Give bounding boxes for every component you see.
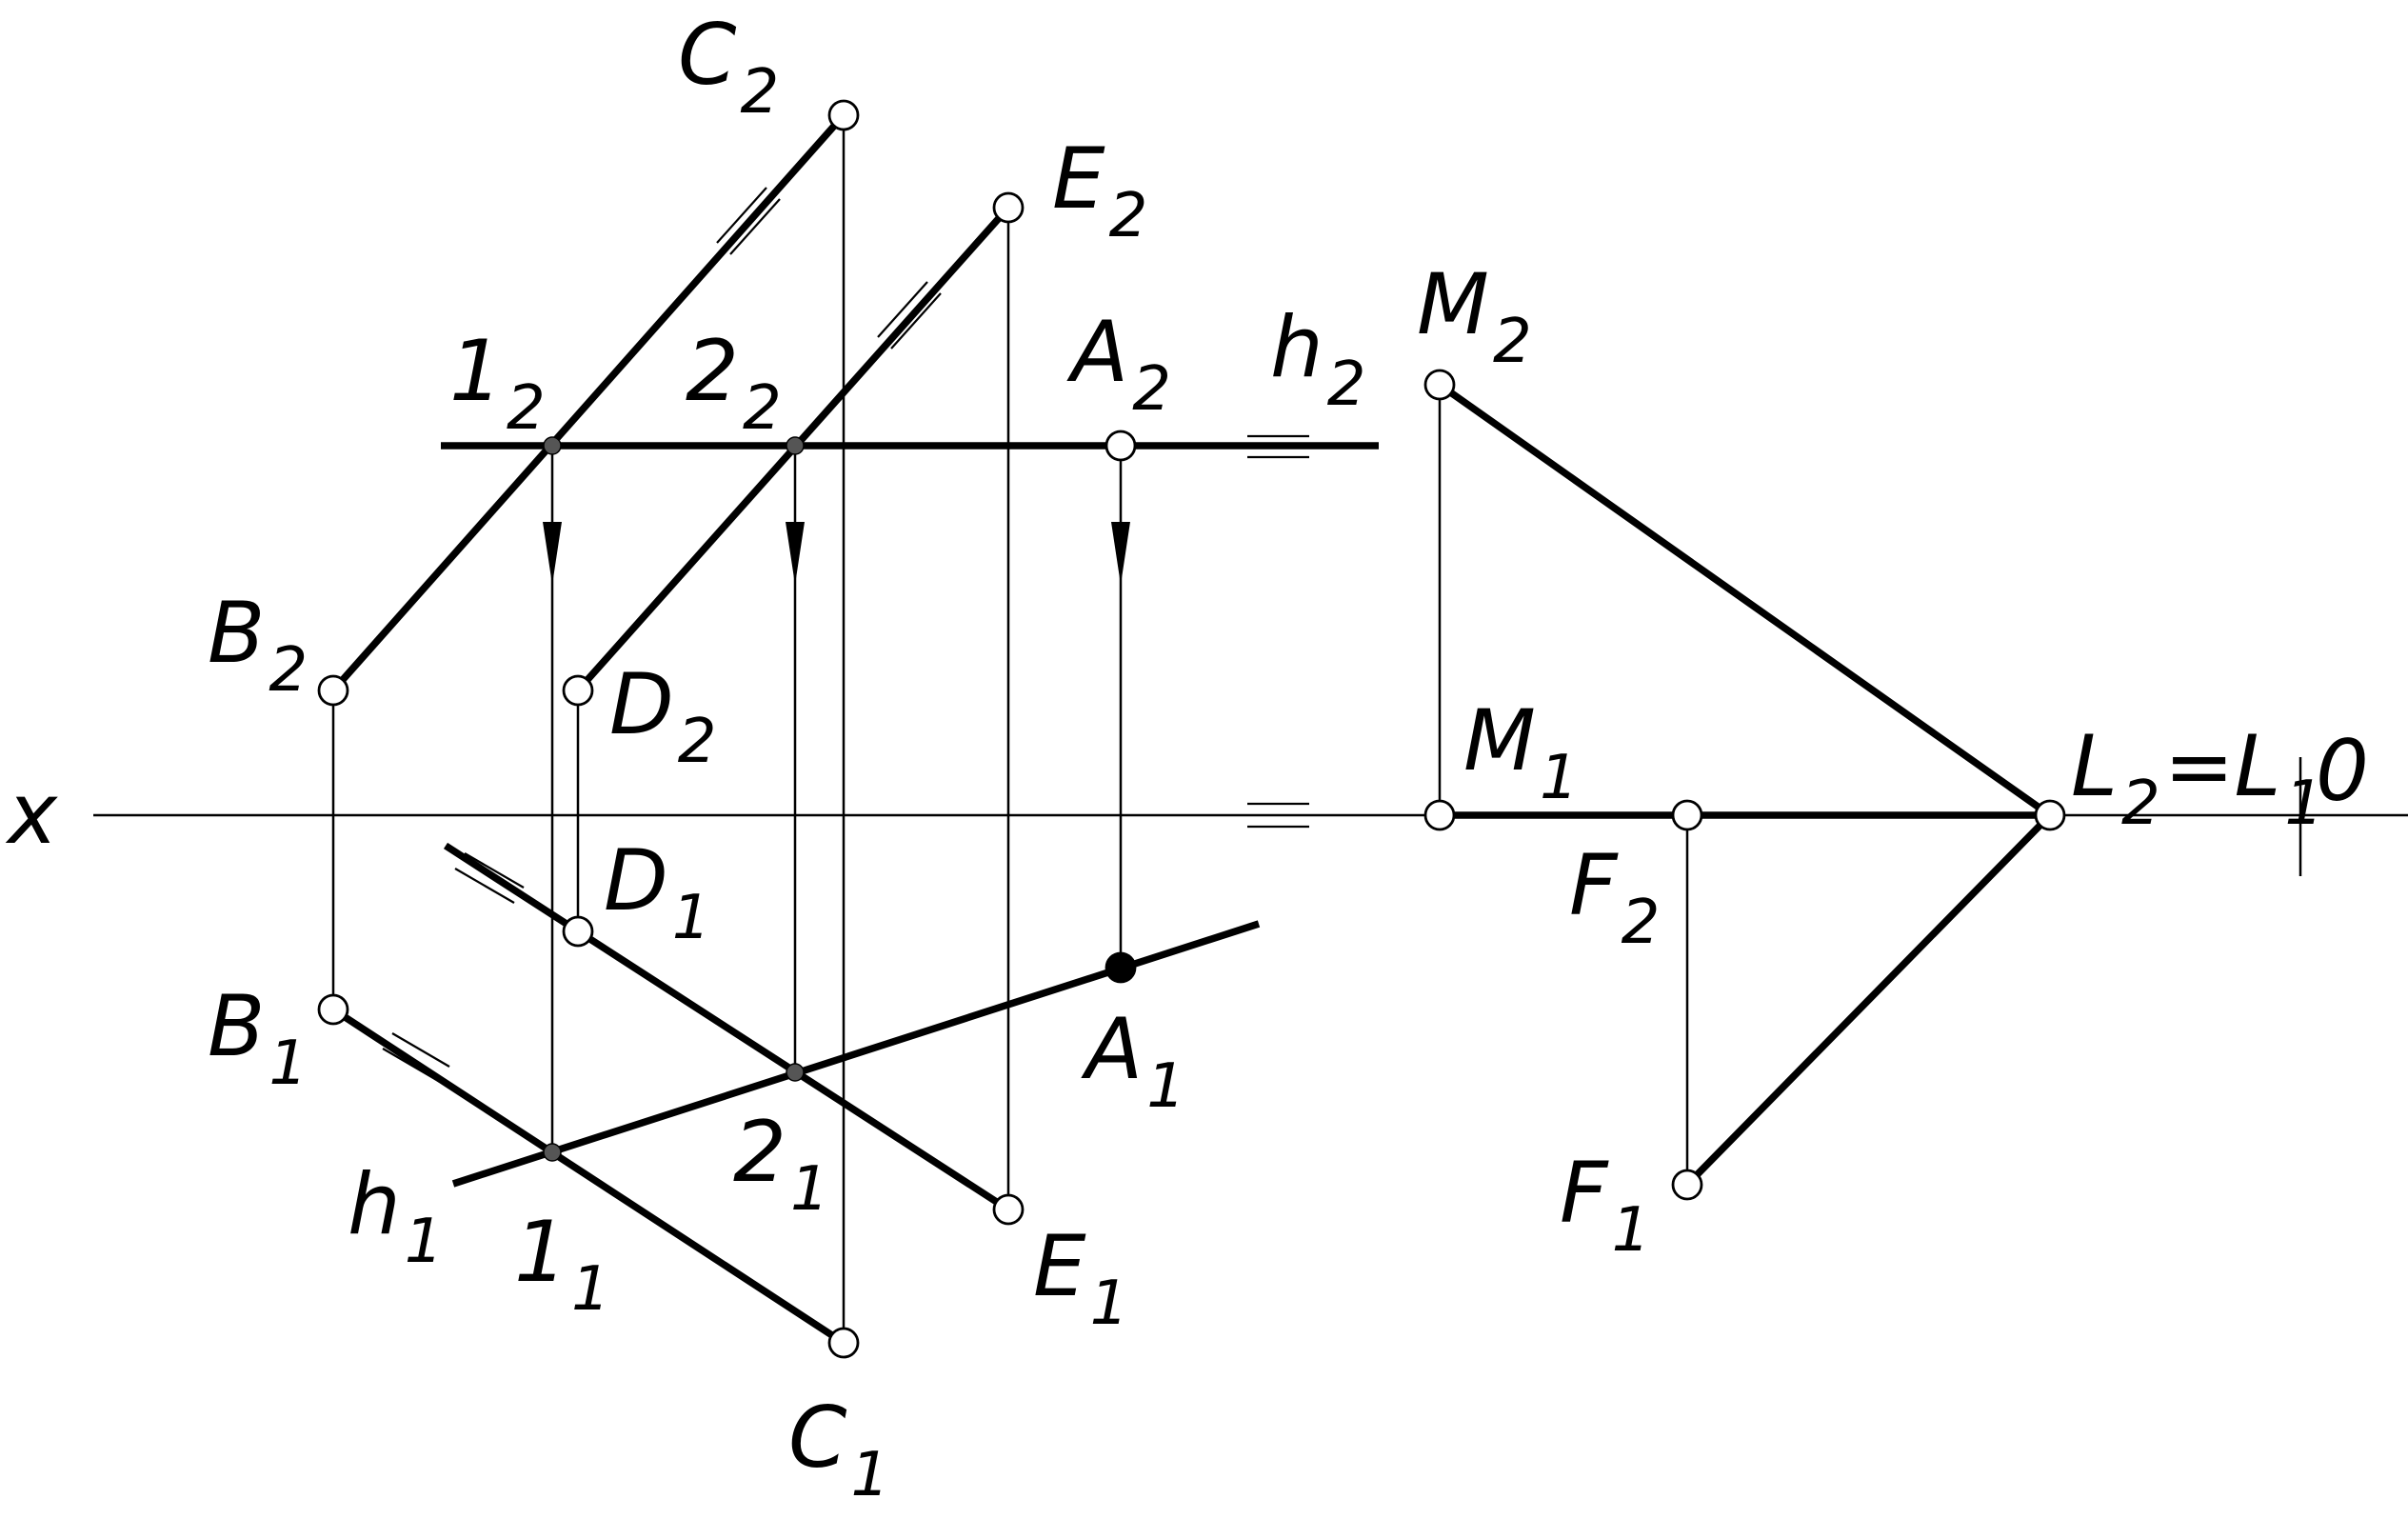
label-b1: B1 [208, 977, 308, 1099]
label-2-2: 22 [686, 322, 782, 444]
point-l [2034, 799, 2066, 831]
point-f2 [1671, 799, 1703, 831]
point-d2 [562, 674, 594, 707]
point-m2 [1423, 369, 1456, 401]
label-l2-eq-l1: L2=L1 [2071, 717, 2323, 839]
label-origin: 0 [2316, 722, 2369, 820]
point-e1 [992, 1193, 1025, 1226]
label-m1: M1 [1463, 691, 1579, 813]
parallel-mark-x-axis [1247, 802, 1309, 829]
point-e2 [992, 191, 1025, 224]
line-f1l [1684, 812, 2053, 1188]
parallel-mark-b1c1 [382, 1032, 450, 1083]
arrow-2 [786, 522, 805, 585]
point-m1 [1423, 799, 1456, 831]
line-d1e1 [443, 842, 1011, 1213]
line-b1c1 [330, 1006, 846, 1347]
parallel-mark-d1e1 [454, 852, 525, 904]
point-1-1 [543, 1143, 562, 1162]
label-e1: E1 [1033, 1217, 1128, 1339]
point-a2 [1104, 430, 1137, 462]
label-1-1: 11 [514, 1203, 610, 1325]
point-a1 [1104, 951, 1137, 984]
point-c1 [827, 1327, 860, 1359]
label-b2: B2 [208, 584, 308, 706]
point-b1 [317, 993, 349, 1026]
line-m2l2 [1437, 381, 2053, 819]
label-m2: M2 [1417, 255, 1532, 377]
label-a1: A1 [1081, 1000, 1185, 1122]
point-2-2 [786, 436, 805, 455]
label-f1: F1 [1560, 1144, 1650, 1266]
label-d2: D2 [609, 655, 716, 777]
arrow-a [1111, 522, 1130, 585]
label-h1: h1 [348, 1155, 444, 1277]
point-2-1 [786, 1063, 805, 1082]
label-a2: A2 [1066, 303, 1171, 425]
label-1-2: 12 [449, 322, 546, 444]
label-x-axis: x [5, 765, 58, 863]
label-c1: C1 [788, 1389, 889, 1510]
parallel-mark-b2c2 [716, 187, 781, 255]
label-e2: E2 [1052, 130, 1147, 251]
point-b2 [317, 674, 349, 707]
parallel-mark-d2e2 [877, 281, 942, 350]
label-d1: D1 [604, 831, 710, 953]
point-f1 [1671, 1169, 1703, 1201]
label-c2: C2 [678, 6, 779, 128]
point-1-2 [543, 436, 562, 455]
label-h2: h2 [1270, 298, 1366, 420]
point-c2 [827, 99, 860, 131]
parallel-mark-h2 [1247, 434, 1309, 459]
label-2-1: 21 [733, 1103, 829, 1225]
label-f2: F2 [1569, 836, 1660, 958]
arrow-1 [543, 522, 562, 585]
line-b2c2 [330, 112, 846, 693]
point-d1 [562, 915, 594, 948]
